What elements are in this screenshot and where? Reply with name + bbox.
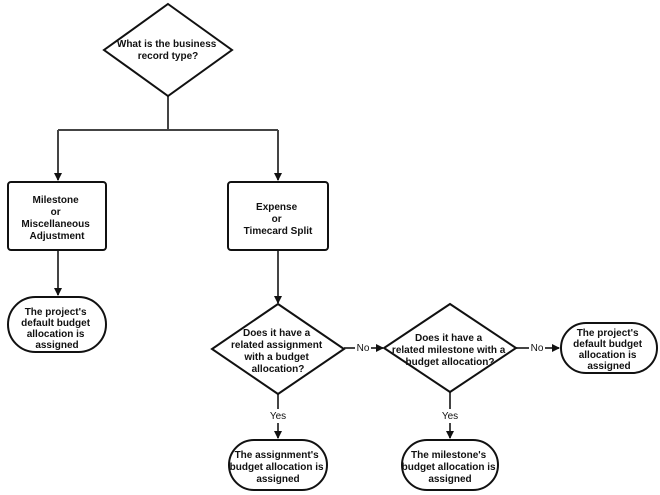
text-has-milestone: Does it have a related milestone with a …: [392, 333, 508, 368]
terminal-assignment-assigned: [228, 439, 328, 491]
text-project-default-left: The project's default budget allocation …: [21, 307, 93, 351]
edge-label-milestone-yes: Yes: [442, 411, 458, 422]
process-milestone-misc: [7, 181, 107, 251]
text-project-default-right: The project's default budget allocation …: [573, 328, 645, 372]
terminal-project-default-right: [560, 322, 658, 374]
shapes: [7, 2, 658, 491]
node-texts: What is the business record type? Milest…: [21, 39, 645, 485]
terminal-milestone-assigned: [401, 439, 499, 491]
process-expense-timecard: [227, 181, 329, 251]
text-assignment-assigned: The assignment's budget allocation is as…: [230, 450, 327, 485]
decision-record-type: [102, 2, 234, 98]
text-milestone-misc: Milestone or Miscellaneous Adjustment: [21, 195, 92, 242]
terminal-project-default-left: [7, 296, 107, 353]
text-milestone-assigned: The milestone's budget allocation is ass…: [402, 450, 499, 485]
decision-has-milestone: [382, 302, 518, 394]
edge-labels: No Yes No Yes: [266, 341, 545, 423]
edge-label-assignment-no: No: [357, 343, 370, 354]
connectors: [54, 96, 560, 439]
text-record-type: What is the business record type?: [117, 39, 219, 62]
decision-has-assignment: [210, 302, 346, 396]
text-has-assignment: Does it have a related assignment with a…: [231, 328, 325, 375]
edge-label-assignment-yes: Yes: [270, 411, 286, 422]
edge-label-milestone-no: No: [531, 343, 544, 354]
text-expense-timecard: Expense or Timecard Split: [244, 202, 313, 237]
